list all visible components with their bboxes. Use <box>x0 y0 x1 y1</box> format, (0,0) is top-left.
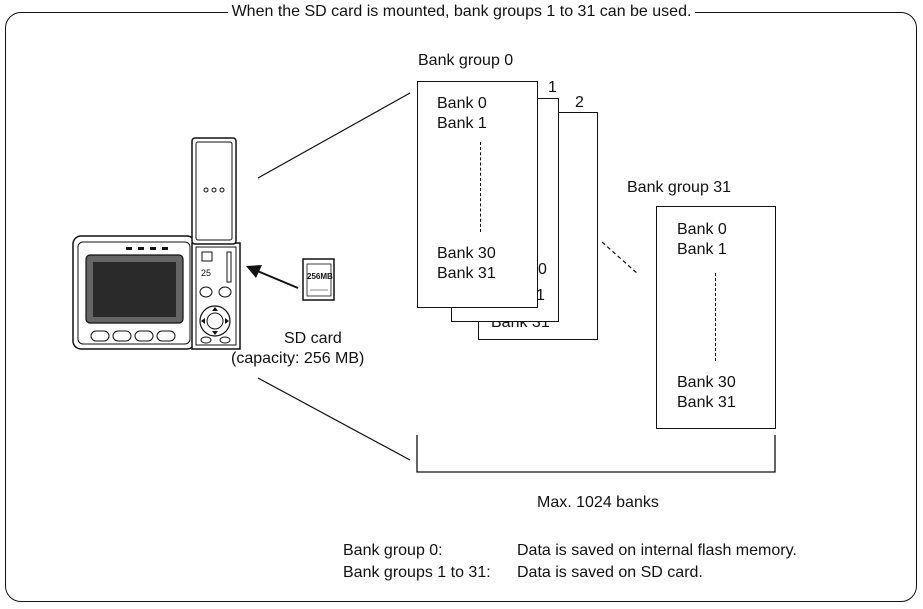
g31-bank-0-label: Bank 0 <box>677 221 727 238</box>
bank-group-31-card: Bank 0 Bank 1 Bank 30 Bank 31 <box>656 206 776 429</box>
g31-bank-ellipsis <box>715 273 716 361</box>
max-banks-bracket <box>416 435 776 473</box>
max-banks-label: Max. 1024 banks <box>537 494 659 511</box>
legend-row1-key: Bank group 0: <box>343 542 443 559</box>
bank-group-2-label: 2 <box>575 94 584 111</box>
bank-0-label: Bank 0 <box>437 95 487 112</box>
g31-bank-30-label: Bank 30 <box>677 374 736 391</box>
g31-bank-1-label: Bank 1 <box>677 241 727 258</box>
legend-row2-value: Data is saved on SD card. <box>517 564 703 581</box>
legend-row2-key: Bank groups 1 to 31: <box>343 564 491 581</box>
bank-group-1-label: 1 <box>548 79 557 96</box>
zoom-line-top <box>257 92 411 179</box>
sd-card-capacity: (capacity: 256 MB) <box>231 350 365 367</box>
svg-text:25: 25 <box>201 268 211 278</box>
sd-card-capacity-mark: 256MB <box>307 272 333 281</box>
insert-arrow-head <box>246 265 262 278</box>
bank-1-label: Bank 1 <box>437 115 487 132</box>
bank-31-label: Bank 31 <box>437 265 496 282</box>
diagram-title: When the SD card is mounted, bank groups… <box>0 3 923 21</box>
legend-row1-value: Data is saved on internal flash memory. <box>517 542 797 559</box>
zoom-line-bottom <box>257 377 411 461</box>
bank-ellipsis <box>480 142 481 232</box>
g31-bank-31-label: Bank 31 <box>677 394 736 411</box>
insert-arrow-shaft <box>254 269 299 289</box>
ellipsis-dash <box>601 241 639 275</box>
device-illustration: 25 <box>72 137 241 350</box>
bank-group-0-card: Bank 0 Bank 1 Bank 30 Bank 31 <box>417 81 538 308</box>
bank-group-0-label: Bank group 0 <box>418 52 514 69</box>
bank-group-31-label: Bank group 31 <box>627 179 732 196</box>
sd-card-label: SD card <box>284 330 342 347</box>
bank-30-label: Bank 30 <box>437 245 496 262</box>
sd-card-illustration <box>302 258 335 301</box>
